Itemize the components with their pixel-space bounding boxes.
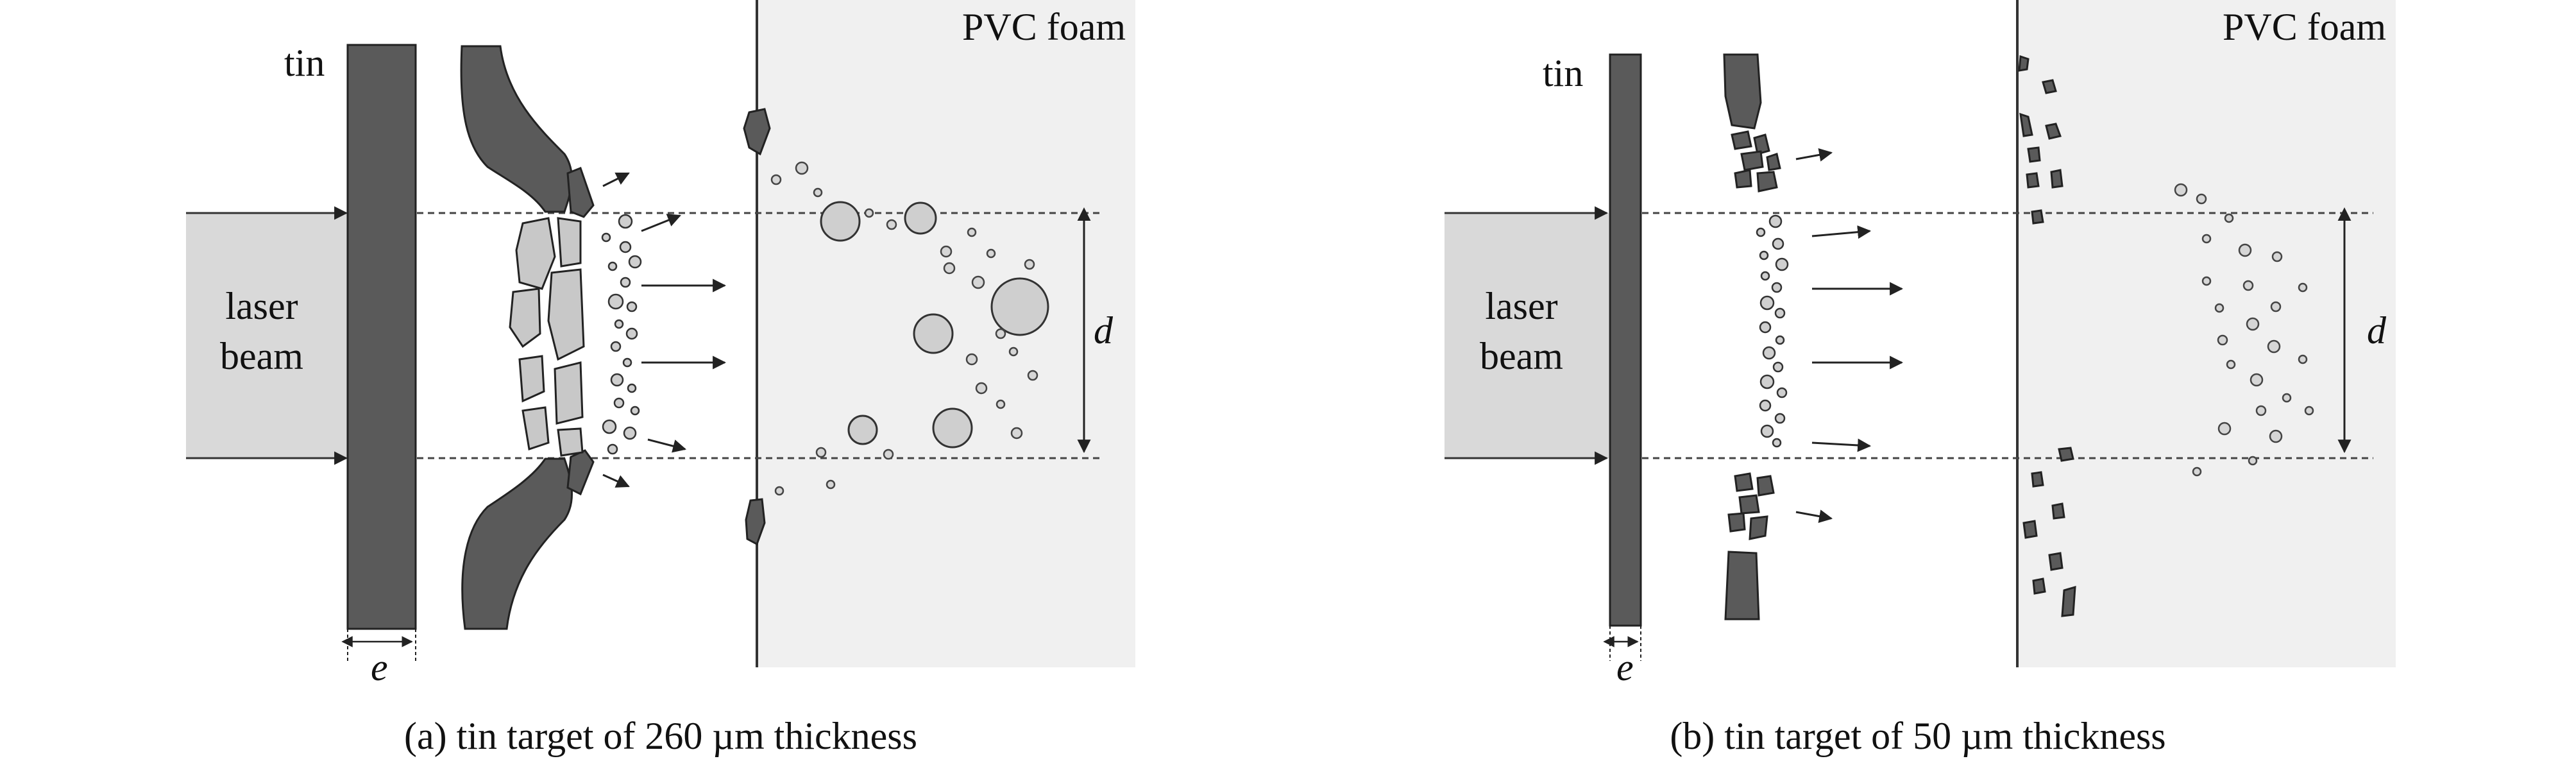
droplets-near (1756, 214, 1789, 448)
fragmented-plate (509, 217, 585, 457)
foam-surface-fragments (2018, 55, 2076, 617)
foam-small-bubbles (2174, 183, 2314, 477)
tin-target (346, 44, 417, 630)
laser-beam (1445, 213, 1609, 458)
pvc-foam-region (2017, 0, 2396, 667)
tin-label: tin (284, 42, 325, 84)
deformed-tin-lower (461, 457, 573, 630)
tin-target (1609, 53, 1642, 627)
e-label: e (1616, 646, 1634, 688)
panel-a: tin PVC foam laser beam d e (a) tin targ… (186, 0, 1135, 757)
laser-label-line1: laser (1485, 285, 1557, 327)
laser-beam (186, 213, 348, 458)
foam-bubbles (820, 201, 1049, 449)
foam-fragment-top (743, 108, 771, 156)
caption-a: (a) tin target of 260 µm thickness (404, 715, 917, 757)
droplets-near (601, 214, 642, 455)
laser-label-line2: beam (220, 335, 303, 377)
foam-label: PVC foam (2223, 6, 2386, 48)
deformed-tin-upper (460, 45, 573, 213)
ejecta-arrows (602, 172, 727, 488)
d-label: d (1094, 309, 1114, 352)
caption-b: (b) tin target of 50 µm thickness (1670, 715, 2165, 757)
tin-chunk-bottom (566, 449, 595, 496)
e-label: e (371, 646, 388, 688)
laser-label-line2: beam (1480, 335, 1563, 377)
tin-fragments-bottom (1727, 472, 1775, 540)
foam-label: PVC foam (962, 6, 1126, 48)
tin-chunk-top (566, 167, 595, 218)
deformed-tin-upper (1723, 53, 1762, 130)
tin-fragments-top (1731, 130, 1781, 192)
foam-fragment-bottom (745, 498, 766, 546)
tin-label: tin (1543, 52, 1583, 94)
panel-b: tin PVC foam laser beam d e (b) tin targ… (1445, 0, 2396, 757)
deformed-tin-lower (1724, 551, 1760, 620)
laser-label-line1: laser (225, 285, 298, 327)
ejecta-arrows (1795, 148, 1904, 523)
foam-small-bubbles (770, 161, 1038, 496)
d-label: d (2367, 309, 2387, 352)
